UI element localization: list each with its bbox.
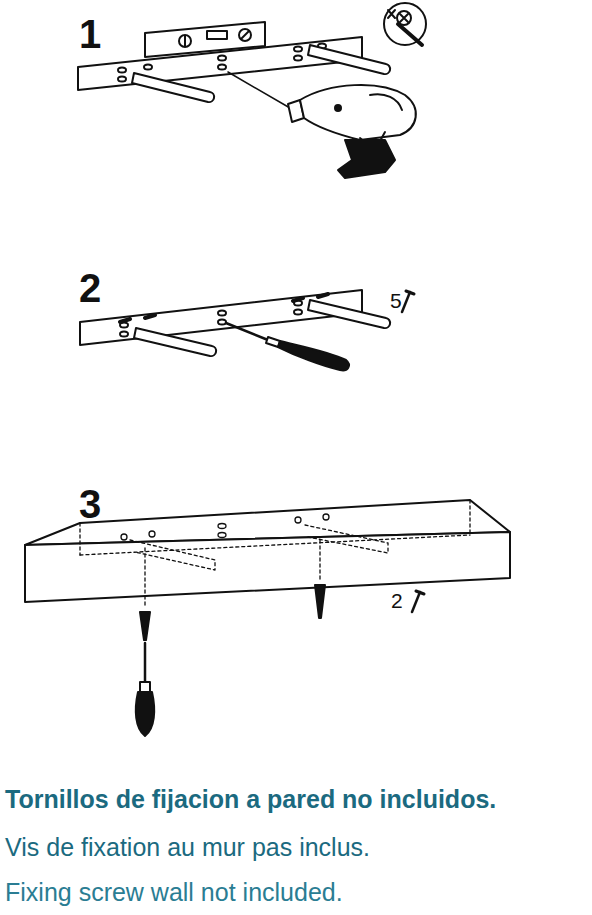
screw-icon <box>402 291 414 312</box>
caption-note: Tornillos de fijacion a pared no incluid… <box>5 787 496 812</box>
step-number: 3 <box>79 484 101 524</box>
quantity-number: 2 <box>391 590 403 611</box>
bracket-rod <box>134 300 390 356</box>
screwdriver <box>226 323 349 370</box>
screwdriver <box>136 643 154 736</box>
screw-icon <box>412 591 424 612</box>
quantity-number: 5 <box>390 290 402 311</box>
caption-note: Fixing screw wall not included. <box>5 880 343 905</box>
no-screwdriver-icon <box>384 3 426 45</box>
wall-bracket <box>78 37 362 90</box>
step-number: 2 <box>79 268 101 308</box>
step-number: 1 <box>79 14 101 54</box>
cordless-drill <box>228 72 416 178</box>
hidden-bracket <box>80 500 470 606</box>
bracket-holes <box>121 514 329 540</box>
wall-bracket <box>80 290 362 345</box>
caption-note: Vis de fixation au mur pas inclus. <box>5 835 370 860</box>
wood-screw <box>140 585 325 640</box>
